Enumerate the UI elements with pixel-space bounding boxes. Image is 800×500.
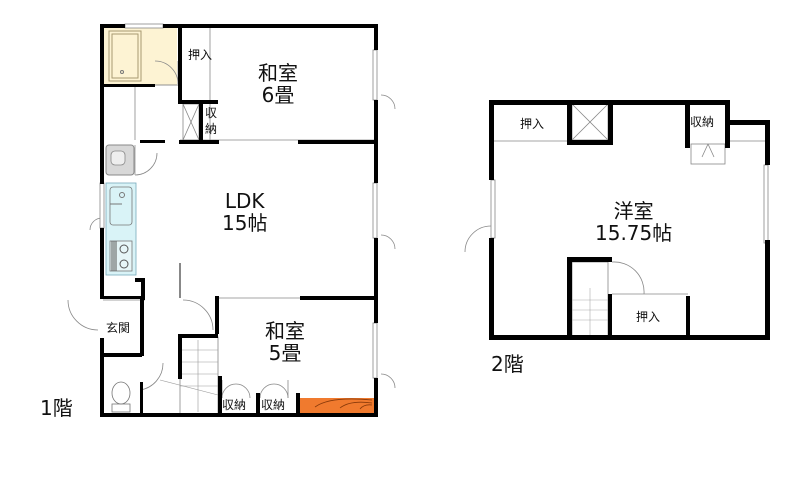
window bbox=[763, 164, 769, 244]
label-genkan: 玄関 bbox=[106, 321, 131, 335]
room-size: 5畳 bbox=[268, 341, 302, 365]
room-name: 和室 bbox=[258, 61, 298, 85]
room-name: LDK bbox=[224, 189, 265, 213]
bathroom bbox=[103, 27, 177, 85]
label-shuno-2f: 収納 bbox=[690, 115, 715, 129]
window bbox=[372, 322, 378, 379]
window bbox=[372, 49, 378, 101]
room-name: 洋室 bbox=[613, 199, 654, 223]
floor-1-plan bbox=[67, 23, 396, 417]
room-size: 15.75帖 bbox=[595, 221, 673, 245]
toilet-icon bbox=[111, 381, 131, 405]
sink-icon bbox=[109, 186, 133, 226]
walls bbox=[100, 24, 378, 417]
floor-2-label: 2階 bbox=[491, 352, 524, 376]
walls bbox=[489, 100, 770, 340]
tokonoma bbox=[300, 398, 375, 413]
staircase bbox=[179, 336, 219, 416]
room-size: 15帖 bbox=[222, 211, 268, 235]
room-name: 和室 bbox=[265, 319, 305, 343]
window bbox=[372, 182, 378, 239]
label-shuno-a: 収納 bbox=[222, 398, 247, 412]
label-shuno-small: 収納 bbox=[204, 106, 217, 136]
label-shuno-b: 収納 bbox=[261, 398, 286, 412]
label-oshiire-top: 押入 bbox=[520, 117, 545, 131]
label-oshiire: 押入 bbox=[188, 48, 213, 62]
label-oshiire-bottom: 押入 bbox=[636, 310, 661, 324]
window bbox=[490, 179, 496, 239]
window bbox=[99, 182, 105, 229]
window bbox=[124, 23, 164, 29]
bathtub-icon bbox=[108, 30, 142, 82]
room-size: 6畳 bbox=[261, 83, 295, 107]
floor-2-plan bbox=[464, 100, 770, 340]
floor-1-label: 1階 bbox=[40, 396, 73, 420]
